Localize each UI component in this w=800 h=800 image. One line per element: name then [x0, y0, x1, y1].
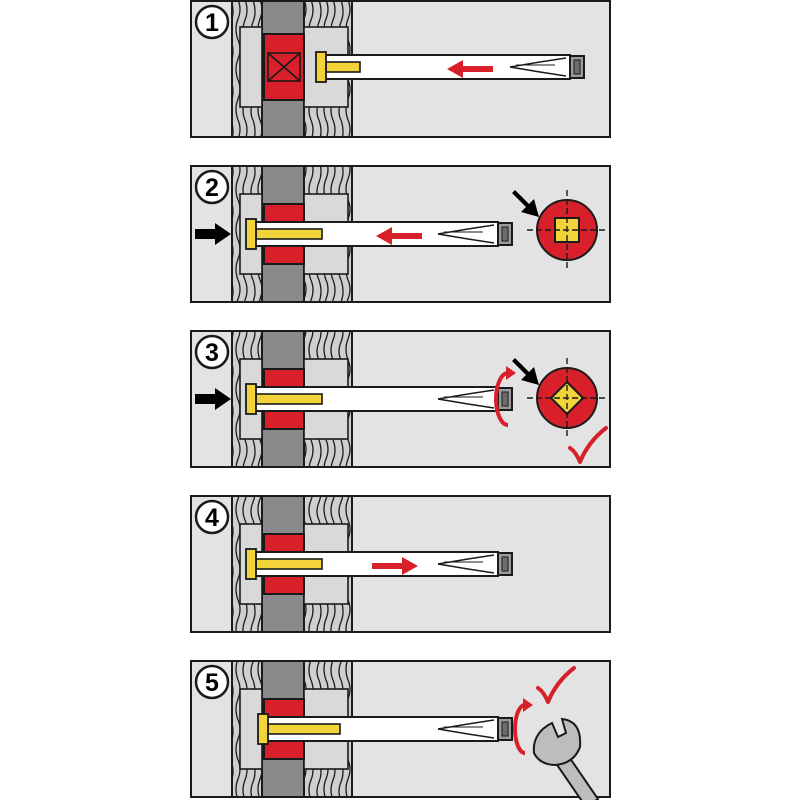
drill-recess-left [239, 26, 263, 108]
hex-nut-face [501, 556, 509, 572]
rotate-arrowhead [506, 366, 516, 380]
red-block-lower [263, 410, 305, 430]
sleeve-taper-lower [437, 398, 495, 409]
anchor-flange [315, 51, 327, 83]
red-block-upper [263, 203, 305, 223]
step-number-circle [194, 664, 230, 700]
withdraw-arrow-icon [372, 557, 418, 575]
yellow-rod [267, 723, 341, 735]
step-number-circle [194, 499, 230, 535]
red-block-upper [263, 368, 305, 388]
push-arrow-icon [195, 388, 231, 410]
yellow-rod [255, 558, 323, 570]
insert-arrow-icon [447, 60, 493, 78]
hex-nut-face [501, 721, 509, 737]
yellow-rod [325, 61, 361, 73]
anchor-flange [245, 548, 257, 580]
anchor-sleeve [319, 54, 571, 80]
step-number: 3 [205, 339, 219, 367]
pointer-arrow-icon [512, 190, 539, 217]
yellow-rod [255, 228, 323, 240]
sleeve-taper-lower [437, 728, 495, 739]
push-arrow-icon [195, 223, 231, 245]
sleeve-taper-lower [437, 233, 495, 244]
step-panel-3: 3 [190, 330, 611, 468]
red-block-lower [263, 740, 305, 760]
step-number-circle [194, 334, 230, 370]
anchor-flange [257, 713, 269, 745]
insert-arrow-icon [376, 227, 422, 245]
red-block-lower [263, 245, 305, 265]
hex-nut-face [501, 391, 509, 407]
rotate-arc [494, 371, 509, 427]
target-cross [267, 52, 301, 82]
step-number: 1 [205, 9, 219, 37]
step-number: 2 [205, 174, 219, 202]
step-panel-4: 4 [190, 495, 611, 633]
checkmark-icon [536, 666, 576, 704]
anchor-flange [245, 383, 257, 415]
step-panel-5: 5 [190, 660, 611, 800]
red-block-upper [263, 533, 305, 553]
step-number: 4 [205, 504, 219, 532]
sleeve-taper-lower [509, 66, 567, 77]
hex-nut-face [501, 226, 509, 242]
red-block-lower [263, 575, 305, 595]
hex-nut-face [573, 59, 581, 75]
step-panel-1: 1 [190, 0, 611, 138]
red-block-upper [263, 698, 305, 718]
anchor-flange [245, 218, 257, 250]
yellow-rod [255, 393, 323, 405]
pointer-arrow-icon [512, 358, 539, 385]
rotate-arc [513, 703, 526, 755]
step-number-circle [194, 169, 230, 205]
step-number-circle [194, 4, 230, 40]
checkmark-icon [568, 426, 608, 464]
step-number: 5 [205, 669, 219, 697]
target-box [267, 52, 301, 82]
step-panel-2: 2 [190, 165, 611, 303]
wrench-icon [532, 717, 582, 767]
sleeve-taper-lower [437, 563, 495, 574]
rotate-arrowhead [523, 698, 533, 712]
